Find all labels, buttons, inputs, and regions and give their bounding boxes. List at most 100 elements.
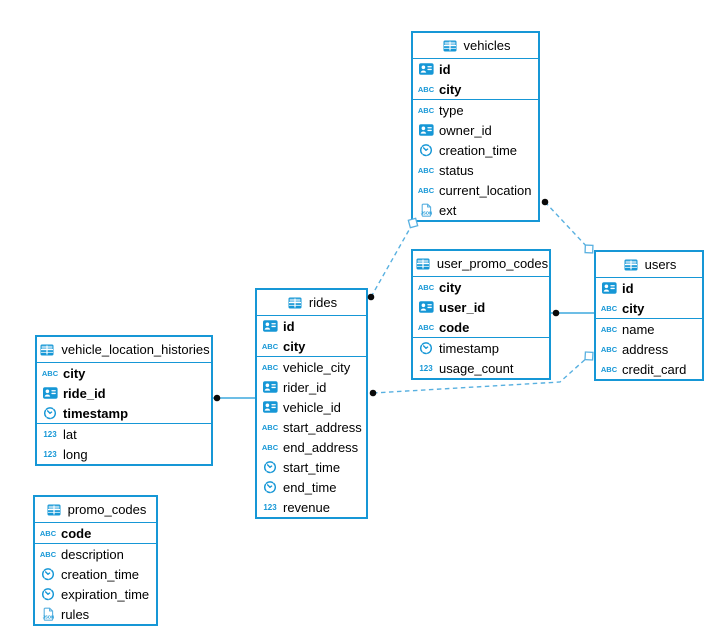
column-row-revenue[interactable]: 123 revenue [257,497,366,517]
column-name: ext [439,202,457,218]
table-grid-icon [38,342,56,358]
column-name: end_time [283,479,337,495]
abc-string-type-icon: ABC [261,341,279,351]
column-row-id[interactable]: id [257,316,366,336]
abc-string-type-icon: ABC [600,344,618,354]
id-badge-uuid-type-icon [417,122,435,138]
column-row-creation_time[interactable]: creation_time [35,564,156,584]
column-name: start_time [283,459,341,475]
table-grid-icon [286,295,304,311]
clock-timestamp-type-icon [39,586,57,602]
clock-timestamp-type-icon [39,566,57,582]
id-badge-uuid-type-icon [261,318,279,334]
column-name: code [61,525,92,541]
table-name: user_promo_codes [436,256,549,271]
table-grid-icon [414,256,432,272]
table-name: promo_codes [67,502,147,517]
column-row-start_time[interactable]: start_time [257,457,366,477]
relationship-vehicle_location_histories-to-rides[interactable] [213,394,257,402]
column-name: current_location [439,182,532,198]
column-name: credit_card [622,361,687,377]
column-name: lat [63,426,77,442]
column-row-timestamp[interactable]: timestamp [37,403,211,423]
column-row-ext[interactable]: JSON ext [413,200,538,220]
column-name: rules [61,606,90,622]
column-row-description[interactable]: ABC description [35,544,156,564]
column-name: city [439,279,462,295]
column-row-id[interactable]: id [413,59,538,79]
column-name: creation_time [439,142,518,158]
column-name: revenue [283,499,330,515]
column-row-vehicle_id[interactable]: vehicle_id [257,397,366,417]
column-name: start_address [283,419,362,435]
column-name: creation_time [61,566,140,582]
table-header[interactable]: promo_codes [35,497,156,523]
column-row-city[interactable]: ABC city [257,336,366,356]
column-name: city [283,338,306,354]
id-badge-uuid-type-icon [261,379,279,395]
relationship-endpoint-dot [541,198,549,206]
column-row-id[interactable]: id [596,278,702,298]
relationship-user_promo_codes-to-users[interactable] [551,309,596,317]
123-numeric-type-icon: 123 [263,502,277,512]
column-row-timestamp[interactable]: timestamp [413,338,549,358]
abc-string-type-icon: ABC [417,84,435,94]
table-header[interactable]: rides [257,290,366,316]
table-header[interactable]: users [596,252,702,278]
abc-string-type-icon: ABC [417,105,435,115]
relationship-endpoint-diamond [584,351,594,361]
column-row-ride_id[interactable]: ride_id [37,383,211,403]
relationship-endpoint-dot [552,309,560,317]
abc-string-type-icon: ABC [417,322,435,332]
123-numeric-type-icon: 123 [43,429,57,439]
table-header[interactable]: vehicles [413,33,538,59]
svg-text:JSON: JSON [421,210,432,215]
column-row-rules[interactable]: JSON rules [35,604,156,624]
column-name: vehicle_city [283,359,351,375]
relationship-vehicles-to-users[interactable] [541,198,594,254]
table-header[interactable]: user_promo_codes [413,251,549,277]
clock-timestamp-type-icon [41,405,59,421]
column-row-lat[interactable]: 123 lat [37,424,211,444]
clock-timestamp-type-icon [417,340,435,356]
column-row-owner_id[interactable]: owner_id [413,120,538,140]
column-row-expiration_time[interactable]: expiration_time [35,584,156,604]
table-header[interactable]: vehicle_location_histories [37,337,211,363]
column-row-rider_id[interactable]: rider_id [257,377,366,397]
column-row-user_id[interactable]: user_id [413,297,549,317]
column-row-creation_time[interactable]: creation_time [413,140,538,160]
column-name: end_address [283,439,359,455]
column-row-end_time[interactable]: end_time [257,477,366,497]
column-name: description [61,546,124,562]
abc-string-type-icon: ABC [41,368,59,378]
abc-string-type-icon: ABC [39,549,57,559]
id-badge-uuid-type-icon [261,399,279,415]
json-document-type-icon: JSON [417,202,435,218]
